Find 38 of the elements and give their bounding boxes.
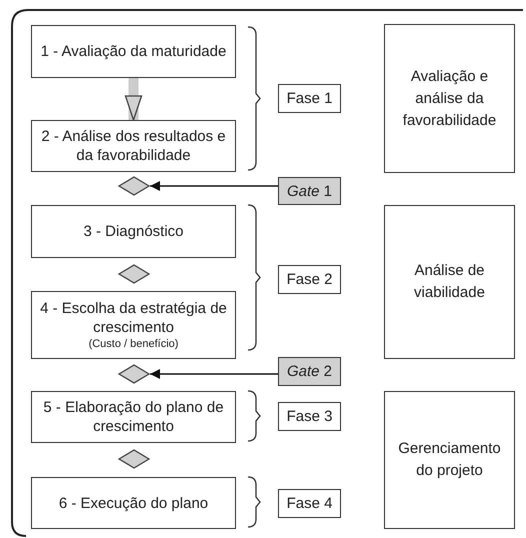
decision-diamond <box>118 364 150 384</box>
box-text: Gerenciamento do projeto <box>397 439 502 481</box>
category-box <box>384 205 515 359</box>
phase-label: Gate 2 <box>286 362 332 381</box>
decision-diamond <box>118 176 150 196</box>
step-box <box>31 205 236 258</box>
phase-label-box <box>278 84 341 113</box>
step-box <box>31 477 236 529</box>
phase-label-box <box>278 402 341 431</box>
decision-diamond <box>118 449 150 469</box>
gate-label-box <box>278 177 341 205</box>
phase-label: Fase 3 <box>286 407 332 426</box>
box-text: Avaliação e análise da favorabilidade <box>402 66 498 130</box>
box-text: Análise de viabilidade <box>413 261 486 303</box>
box-text: 3 - Diagnóstico <box>82 222 185 241</box>
step-box <box>31 120 236 172</box>
phase-label: Gate 1 <box>286 182 332 200</box>
phase-label-box <box>278 265 341 294</box>
phase-label: Fase 4 <box>286 494 332 513</box>
gate-label-box <box>278 357 341 386</box>
arrow <box>150 181 278 191</box>
step-box <box>31 391 236 443</box>
box-text: 2 - Análise dos resultados e da favorabilidade <box>40 127 227 165</box>
phase-label-box <box>278 489 341 518</box>
arrow <box>150 369 278 379</box>
category-box <box>384 24 515 173</box>
category-box <box>384 391 515 529</box>
box-text: 5 - Elaboração do plano de crescimento <box>42 398 225 436</box>
phase-label: Fase 2 <box>286 270 332 289</box>
decision-diamond <box>118 264 150 284</box>
box-text: 4 - Escolha da estratégia de crescimento <box>39 299 228 337</box>
step-box <box>31 291 236 359</box>
box-text: 1 - Avaliação da maturidade <box>40 42 228 61</box>
box-text: 6 - Execução do plano <box>58 494 210 512</box>
phase-label: Fase 1 <box>286 89 332 108</box>
block-arrow <box>124 78 142 121</box>
step-box <box>31 25 236 78</box>
note-text: (Custo / benefício) <box>88 337 180 351</box>
